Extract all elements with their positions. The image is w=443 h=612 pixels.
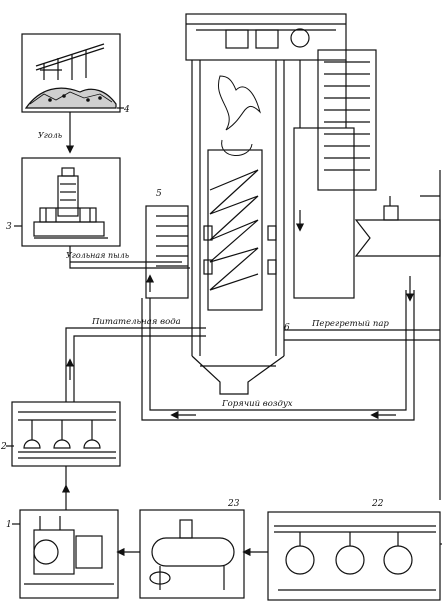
number-4: 4 xyxy=(123,105,130,115)
hot-air-duct-outer xyxy=(141,290,415,421)
label-feed-water: Питательная вода xyxy=(91,317,181,327)
coal-dust-line xyxy=(69,246,190,269)
number-5: 5 xyxy=(156,189,162,199)
label-superheated-steam: Перегретый пар xyxy=(311,319,389,329)
feed-water-pipe-inner xyxy=(73,335,206,402)
burner-block xyxy=(145,205,189,299)
number-1: 1 xyxy=(6,520,12,530)
number-23: 23 xyxy=(227,499,240,509)
feed-pump-panel xyxy=(11,401,121,467)
label-hot-air: Горячий воздух xyxy=(221,399,293,409)
hot-air-duct-inner xyxy=(149,290,407,411)
coal-mill-panel xyxy=(21,157,121,247)
label-coal-dust: Угольная пыль xyxy=(66,251,129,260)
number-3: 3 xyxy=(6,222,12,232)
boiler xyxy=(185,13,377,395)
number-2: 2 xyxy=(0,442,7,452)
label-coal: Уголь xyxy=(38,131,62,140)
turbine-panel xyxy=(19,509,119,599)
feed-water-pipe-outer xyxy=(65,327,206,402)
air-heater xyxy=(354,195,441,257)
number-6: 6 xyxy=(284,323,290,333)
condensate-pump-panel xyxy=(267,511,441,601)
number-22: 22 xyxy=(371,499,384,509)
deaerator-panel xyxy=(139,509,245,599)
coal-yard-panel xyxy=(21,33,121,113)
